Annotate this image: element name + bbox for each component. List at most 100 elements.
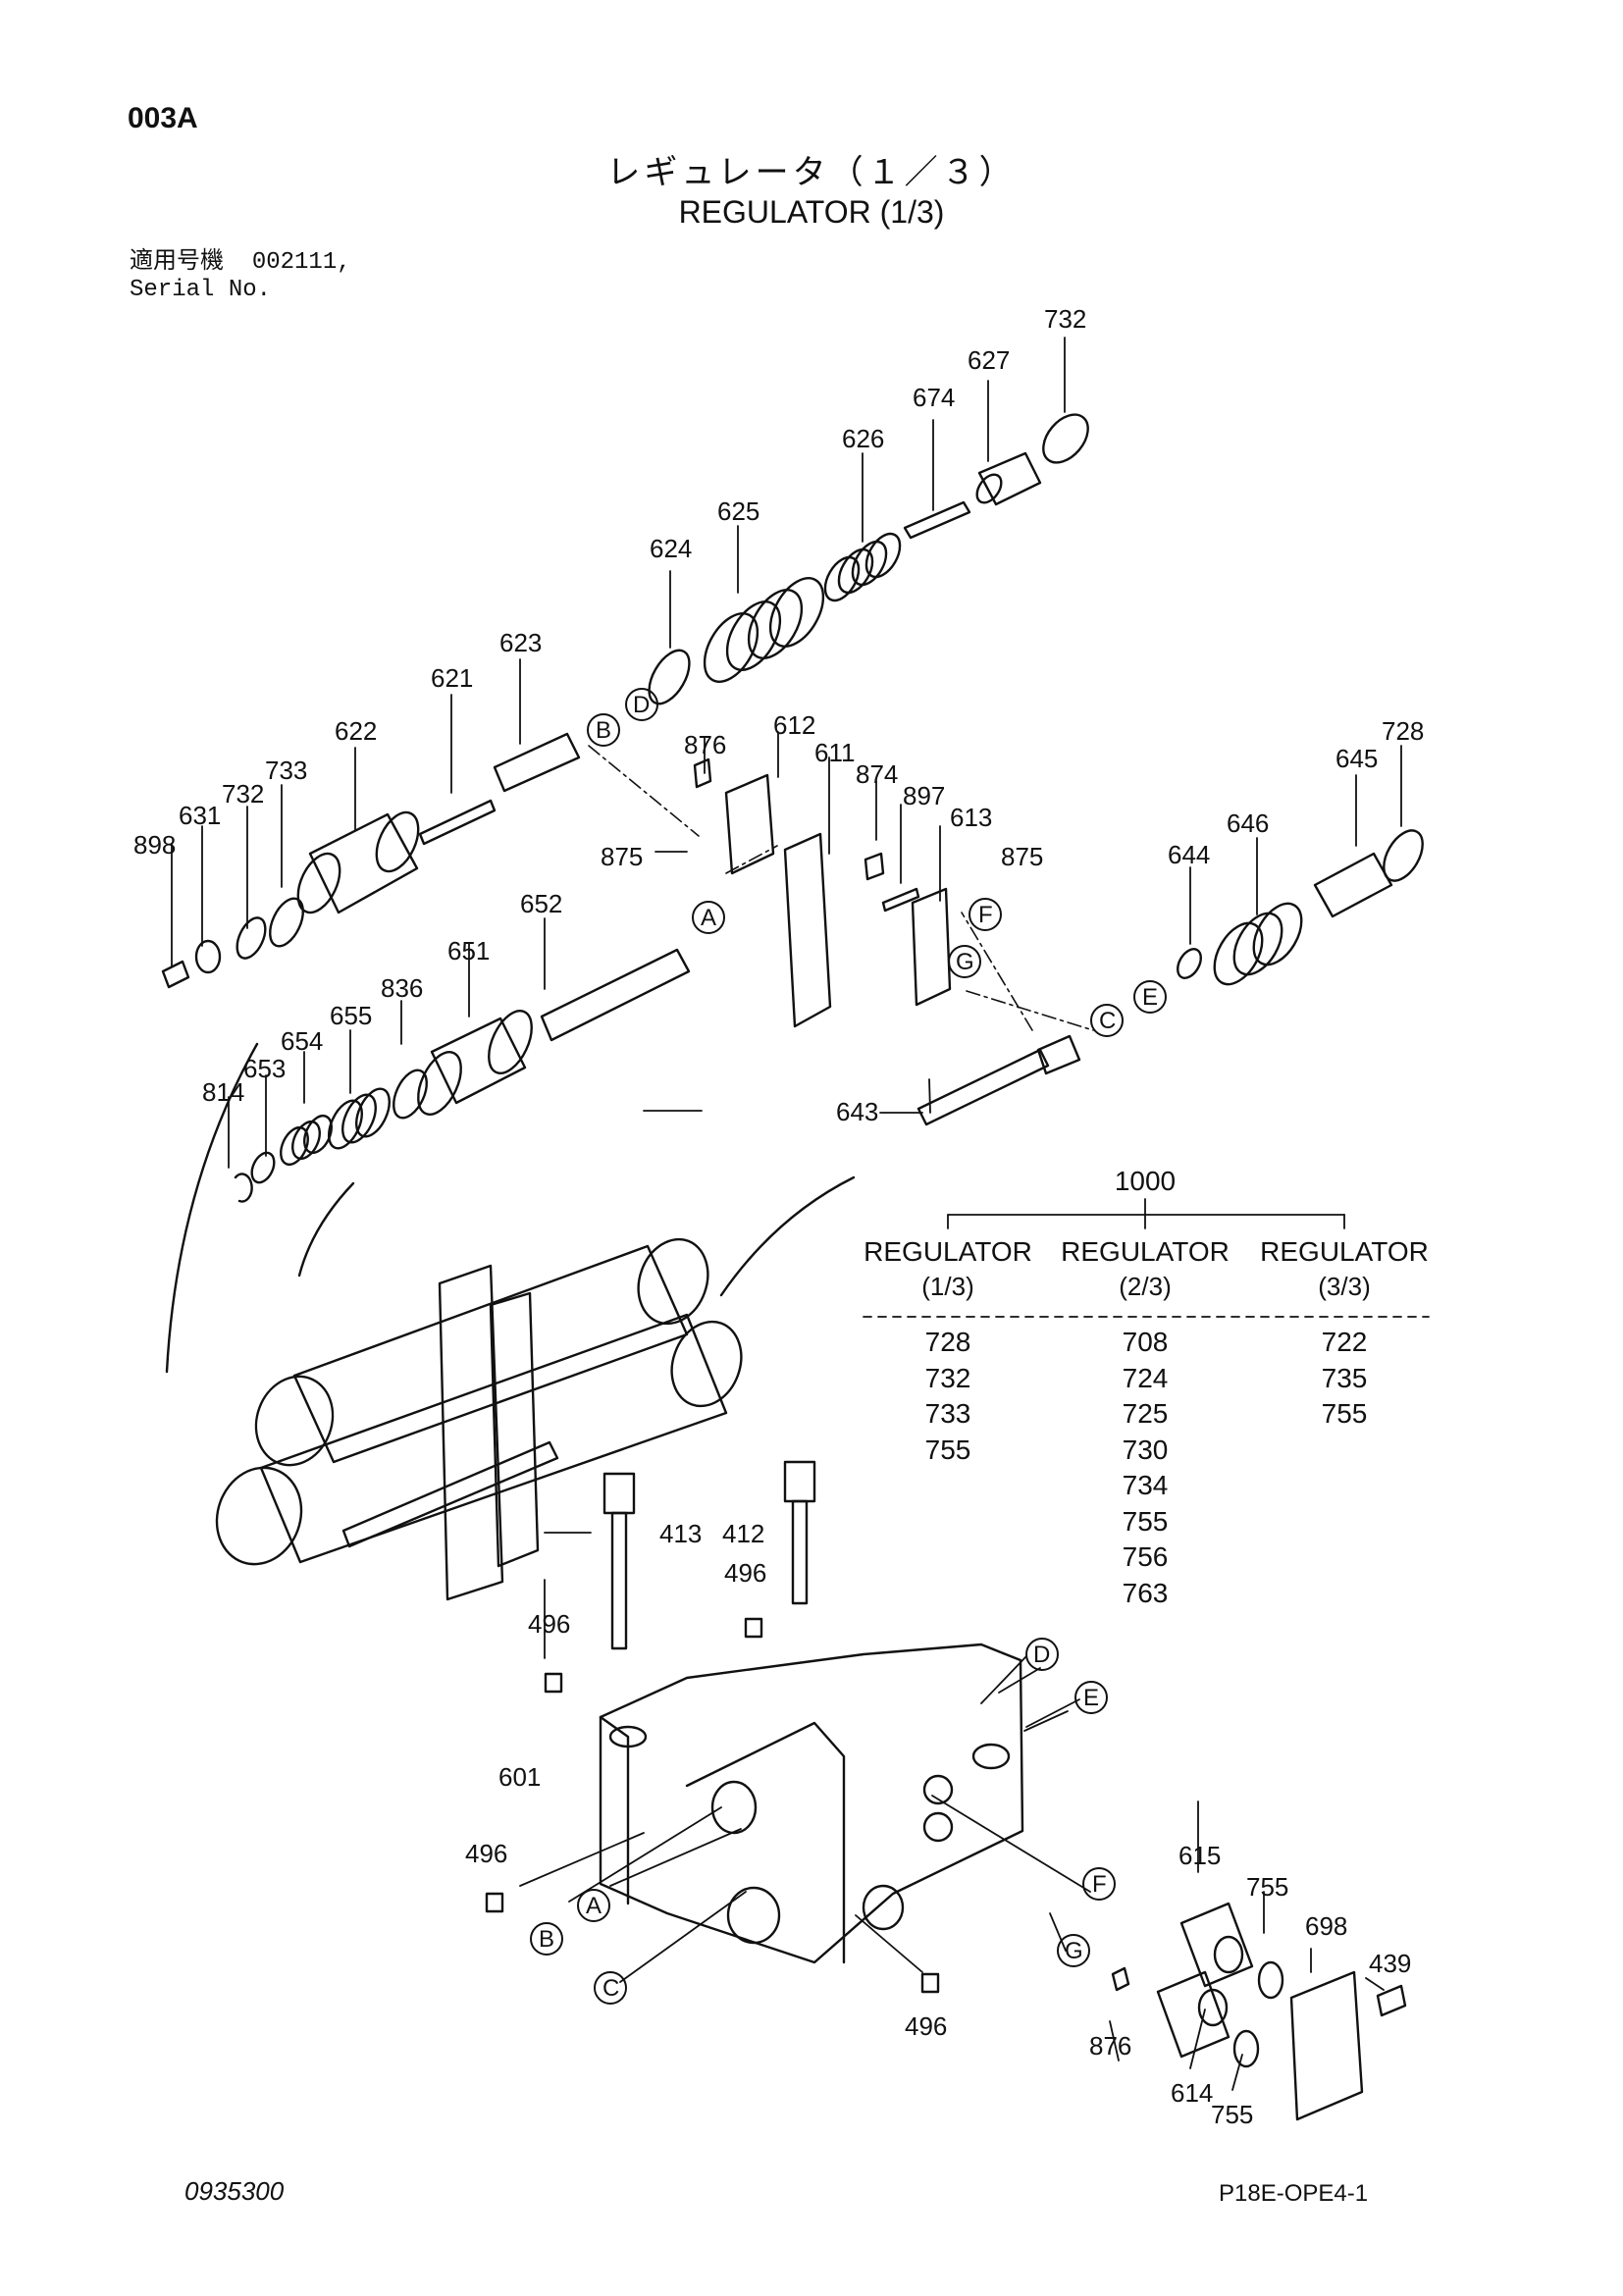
spring-654 <box>280 1114 333 1167</box>
part-label-653: 653 <box>243 1054 287 1083</box>
callout-a-middle <box>692 901 725 934</box>
callout-g-lower <box>1057 1934 1090 1967</box>
screw-439 <box>1376 1984 1407 2017</box>
kit-column-3-sub: (3/3) <box>1318 1272 1371 1301</box>
callout-letter-g-upper: G <box>956 949 974 975</box>
title-japanese: レギュレータ（１／３） <box>606 154 1017 191</box>
part-label-496-left: 496 <box>528 1609 571 1639</box>
ring-631 <box>194 939 222 974</box>
kit-column-2-title: REGULATOR <box>1061 1236 1230 1267</box>
part-label-646: 646 <box>1227 809 1270 838</box>
part-label-836: 836 <box>381 973 424 1003</box>
sleeve-622 <box>296 810 420 914</box>
guide-curve-left <box>165 1042 259 1374</box>
o-ring-733 <box>269 897 304 948</box>
kit-part: 756 <box>1122 1541 1169 1572</box>
part-label-898: 898 <box>133 830 177 860</box>
kit-part: 755 <box>1122 1505 1169 1537</box>
part-label-876-lower: 876 <box>1089 2031 1132 2061</box>
callout-a-lower <box>577 1889 610 1922</box>
kit-column-1-sub: (1/3) <box>921 1272 974 1301</box>
ring-755-a <box>1257 1960 1284 2000</box>
serial-label-jp: 適用号機 <box>130 249 224 276</box>
part-label-732-left: 732 <box>222 779 265 809</box>
guide-curve-mid <box>297 1181 355 1278</box>
callout-c-right <box>1090 1004 1124 1037</box>
o-ring-728 <box>1383 829 1424 882</box>
part-label-732: 732 <box>1044 304 1087 334</box>
part-label-613: 613 <box>950 803 993 832</box>
kit-column-1-parts: 728 732 733 755 <box>909 1325 987 1468</box>
part-label-755-upper: 755 <box>1246 1872 1289 1902</box>
serial-block: 適用号機 002111, Serial No. <box>130 249 351 304</box>
bolt-412 <box>791 1499 809 1605</box>
kit-part: 730 <box>1122 1434 1169 1465</box>
callout-letter-g-lower: G <box>1065 1938 1083 1964</box>
callout-f-lower <box>1082 1867 1116 1901</box>
callout-b-upper <box>587 713 620 747</box>
link-plates <box>693 757 952 1028</box>
kit-part: 724 <box>1122 1362 1169 1393</box>
plug-496-b <box>544 1672 563 1694</box>
callout-letter-e-right: E <box>1142 984 1159 1011</box>
kit-part: 733 <box>924 1398 971 1429</box>
part-label-651: 651 <box>447 936 491 965</box>
plug-627 <box>977 451 1042 506</box>
spring-625 <box>703 577 825 683</box>
callout-letter-f-upper: F <box>978 902 993 928</box>
rod-643 <box>916 1048 1050 1126</box>
kit-column-3-parts: 722 735 755 <box>1305 1325 1384 1433</box>
callout-letter-a-lower: A <box>586 1893 602 1919</box>
part-label-496-upper: 496 <box>724 1558 767 1588</box>
part-label-655: 655 <box>330 1001 373 1030</box>
callout-f-upper <box>969 898 1002 931</box>
kit-column-2-parts: 708 724 725 730 734 755 756 763 <box>1106 1325 1184 1611</box>
spring-626 <box>823 532 902 602</box>
part-label-439: 439 <box>1369 1949 1412 1978</box>
part-label-631: 631 <box>179 801 222 830</box>
bolt-head-413 <box>602 1472 636 1515</box>
spool-652 <box>540 948 691 1042</box>
callout-d-upper <box>625 688 658 721</box>
part-label-621: 621 <box>431 663 474 693</box>
sleeve-614 <box>1156 1970 1230 2059</box>
spring-655 <box>328 1087 391 1150</box>
part-label-814: 814 <box>202 1077 245 1107</box>
part-label-733: 733 <box>265 756 308 785</box>
title-english: REGULATOR (1/3) <box>678 194 945 230</box>
callout-circles <box>530 688 1167 2005</box>
washer-653 <box>250 1151 276 1184</box>
callout-c-lower <box>594 1971 627 2005</box>
kit-part: 732 <box>924 1362 971 1393</box>
kit-column-1-title: REGULATOR <box>864 1236 1032 1267</box>
right-spool-components <box>916 829 1424 1126</box>
o-ring-836 <box>393 1069 428 1120</box>
sleeve-615 <box>1179 1902 1254 1988</box>
part-label-412: 412 <box>722 1519 765 1548</box>
bolts <box>485 1460 940 1994</box>
pin-876-b <box>1111 1966 1130 1992</box>
pin-897 <box>881 887 920 913</box>
part-label-623: 623 <box>499 628 543 657</box>
callout-letter-e-lower: E <box>1083 1685 1100 1711</box>
callout-connectors <box>519 1667 1091 1983</box>
part-label-643: 643 <box>836 1097 879 1126</box>
plug-645 <box>1313 852 1393 918</box>
kit-part: 763 <box>1122 1577 1169 1608</box>
leader-lines <box>171 337 1402 2091</box>
kit-part: 735 <box>1321 1362 1368 1393</box>
pin-874 <box>864 852 885 881</box>
callout-letter-d-lower: D <box>1033 1642 1051 1668</box>
callout-letter-d-upper: D <box>633 692 651 718</box>
part-label-627: 627 <box>968 345 1011 375</box>
kit-column-3-title: REGULATOR <box>1260 1236 1429 1267</box>
part-label-413: 413 <box>659 1519 703 1548</box>
part-label-622: 622 <box>335 716 378 746</box>
rod-621 <box>418 799 497 846</box>
plug-496-d <box>920 1972 940 1994</box>
o-ring-732 <box>1042 413 1089 464</box>
kit-table-lines <box>863 1198 1430 1318</box>
ring-755-b <box>1232 2029 1260 2068</box>
